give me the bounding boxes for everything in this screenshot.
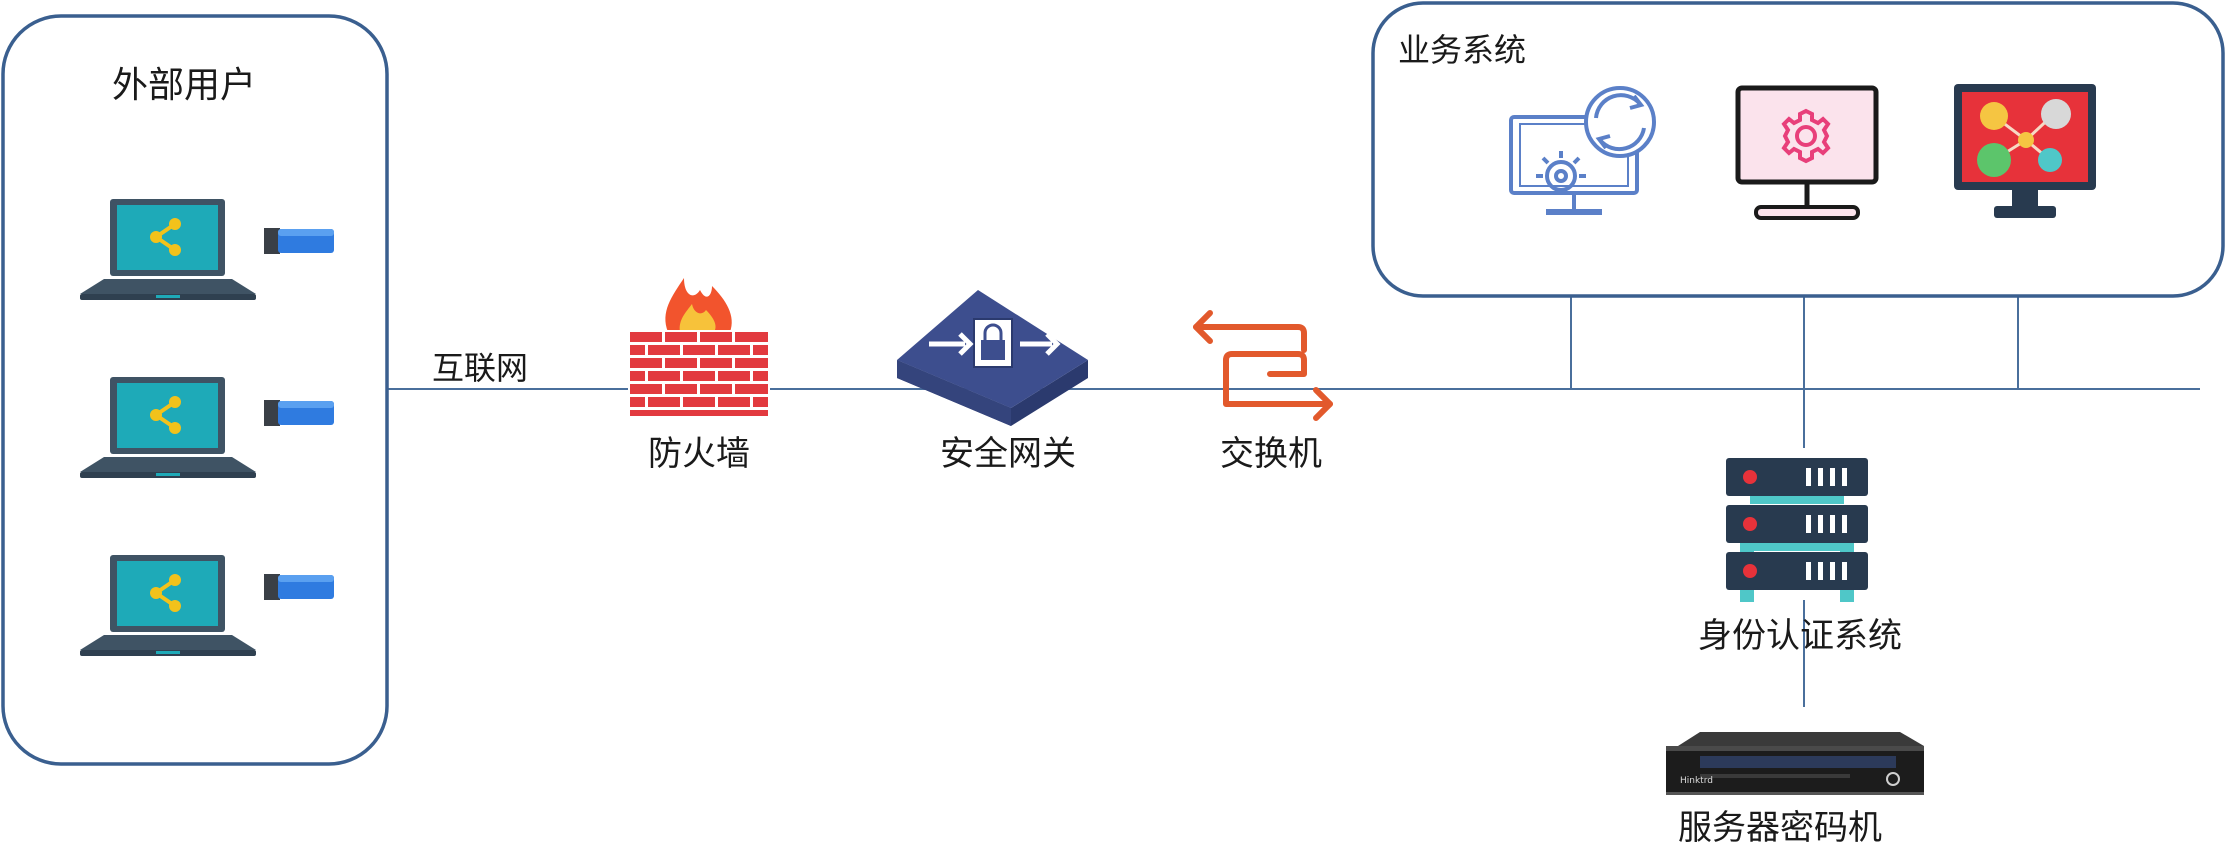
switch-icon (1193, 310, 1333, 421)
connection-lines (387, 296, 2200, 707)
security-gateway-label: 安全网关 (940, 434, 1076, 474)
server-rack-icon (1726, 458, 1868, 602)
monitor-network-icon (1954, 84, 2096, 218)
firewall-icon (628, 278, 770, 418)
usb-key-icon (264, 400, 334, 426)
crypto-server-brand: Hinktrd (1680, 776, 1713, 786)
security-gateway-icon (897, 290, 1088, 426)
usb-key-icon (264, 574, 334, 600)
monitor-settings-sync-icon (1509, 86, 1656, 215)
external-users-title: 外部用户 (112, 65, 257, 106)
business-systems-title: 业务系统 (1398, 31, 1527, 69)
firewall-label: 防火墙 (648, 434, 750, 474)
monitor-gear-icon (1735, 85, 1879, 220)
crypto-server-icon: Hinktrd (1666, 732, 1924, 795)
auth-system-label: 身份认证系统 (1698, 616, 1902, 656)
crypto-machine-label: 服务器密码机 (1678, 808, 1882, 848)
switch-label: 交换机 (1220, 434, 1322, 474)
external-users-panel (1, 14, 389, 766)
business-systems-panel (1371, 1, 2225, 298)
internet-label: 互联网 (432, 349, 529, 387)
usb-key-icon (264, 228, 334, 254)
